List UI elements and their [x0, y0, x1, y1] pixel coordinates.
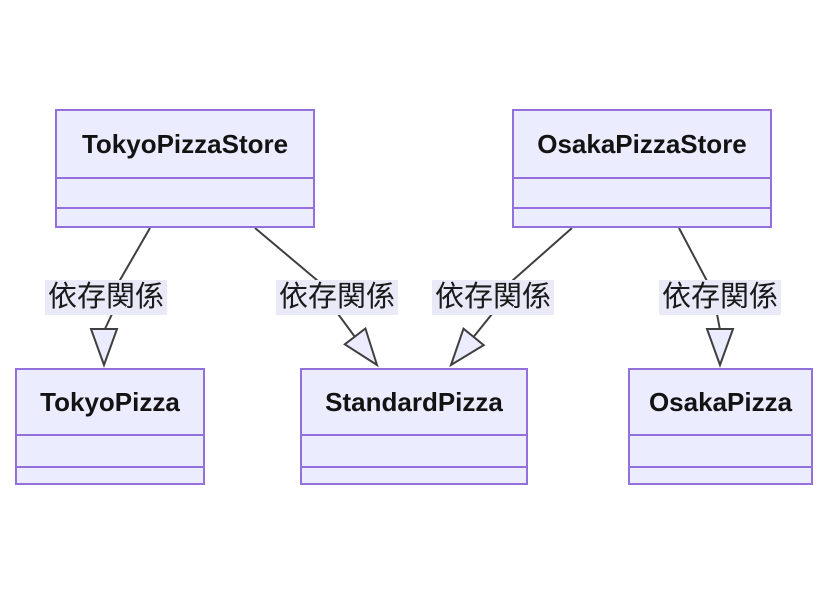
hollow-arrowhead-icon [89, 328, 119, 368]
class-name-label: StandardPizza [325, 386, 503, 417]
hollow-arrowhead-icon [449, 327, 486, 368]
attributes-compartment [514, 177, 770, 207]
edge-label-osakastore-standardpizza: 依存関係 [432, 280, 555, 315]
hollow-arrowhead-icon [343, 326, 379, 368]
class-node-osakapizza: OsakaPizza [628, 368, 813, 485]
hollow-arrowhead-icon [705, 328, 735, 368]
edge-label-tokyostore-tokyopizza: 依存関係 [45, 280, 168, 315]
class-node-tokyopizzastore: TokyoPizzaStore [55, 109, 315, 228]
class-name-label: TokyoPizza [40, 386, 180, 417]
attributes-compartment [630, 434, 811, 466]
methods-compartment [302, 466, 526, 483]
methods-compartment [514, 207, 770, 226]
attributes-compartment [57, 177, 313, 207]
edge-label-osakastore-osakapizza: 依存関係 [659, 280, 782, 315]
edge-label-tokyostore-standardpizza: 依存関係 [276, 280, 399, 315]
methods-compartment [57, 207, 313, 226]
methods-compartment [630, 466, 811, 483]
class-node-osakapizzastore: OsakaPizzaStore [512, 109, 772, 228]
class-name-label: OsakaPizza [648, 386, 793, 417]
class-name-label: TokyoPizzaStore [81, 128, 289, 159]
class-node-tokyopizza: TokyoPizza [15, 368, 205, 485]
class-node-standardpizza: StandardPizza [300, 368, 528, 485]
class-name-label: OsakaPizzaStore [537, 128, 747, 159]
attributes-compartment [17, 434, 203, 466]
attributes-compartment [302, 434, 526, 466]
methods-compartment [17, 466, 203, 483]
